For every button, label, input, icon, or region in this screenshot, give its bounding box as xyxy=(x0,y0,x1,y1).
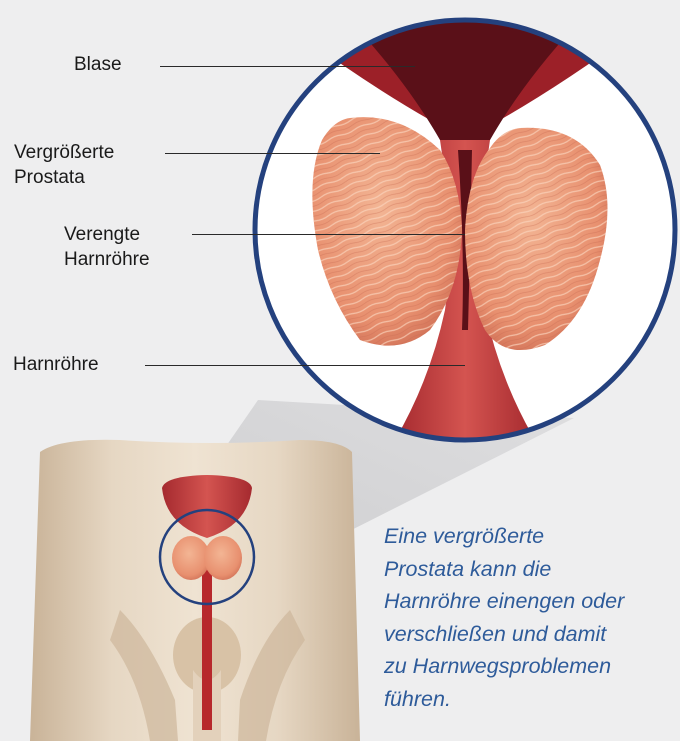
leader-line-bladder xyxy=(160,66,415,67)
body-figure xyxy=(30,440,360,741)
leader-line-enlarged-prostate xyxy=(165,153,380,154)
label-bladder: Blase xyxy=(74,52,122,77)
caption-text: Eine vergrößerte Prostata kann die Harnr… xyxy=(384,520,680,715)
label-narrowed-urethra: Verengte Harnröhre xyxy=(64,222,150,272)
label-enlarged-prostate: Vergrößerte Prostata xyxy=(14,140,114,190)
leader-line-urethra xyxy=(145,365,465,366)
label-urethra: Harnröhre xyxy=(13,352,99,377)
leader-line-narrowed-urethra xyxy=(192,234,465,235)
